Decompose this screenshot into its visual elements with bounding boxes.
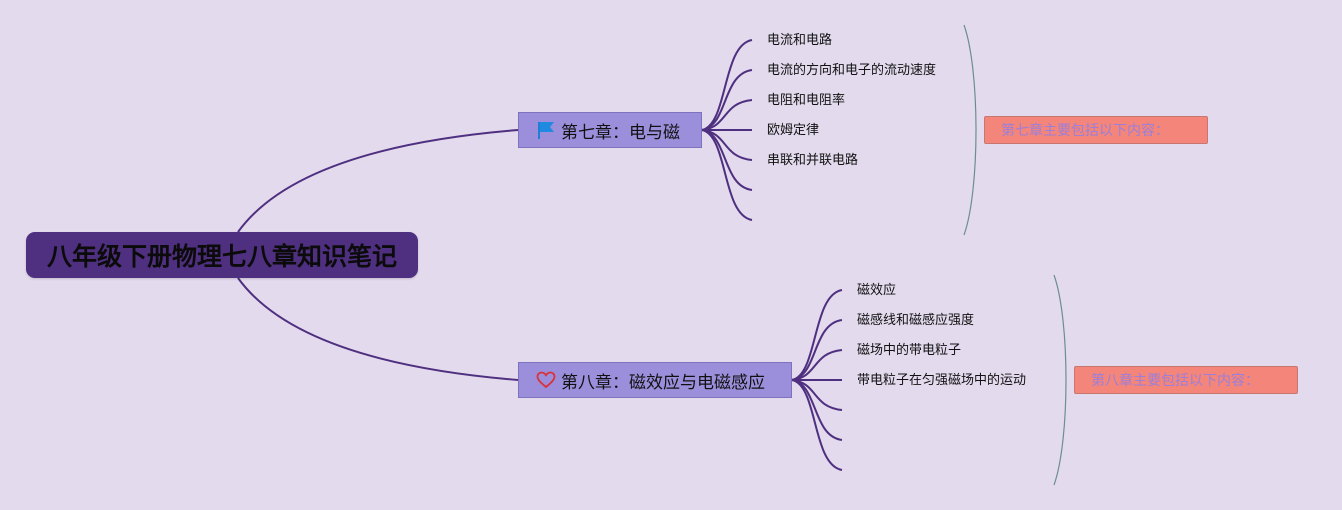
chapter7-item[interactable]: 电流和电路 (767, 33, 833, 48)
root-to-chapter8-line (237, 277, 519, 381)
chapter7-branches (701, 39, 753, 221)
chapter7-item[interactable]: 电阻和电阻率 (767, 93, 846, 108)
chapter7-summary-brace (963, 24, 977, 236)
chapter8-item[interactable]: 磁感线和磁感应强度 (857, 313, 975, 328)
chapter8-item[interactable]: 带电粒子在匀强磁场中的运动 (857, 373, 1027, 388)
chapter7-summary[interactable]: 第七章主要包括以下内容： (984, 116, 1208, 144)
chapter7-label: 第七章：电与磁 (561, 122, 680, 143)
chapter8-item[interactable]: 磁效应 (857, 283, 897, 298)
chapter7-topic[interactable]: 第七章：电与磁 (518, 112, 702, 148)
root-topic[interactable]: 八年级下册物理七八章知识笔记 (26, 232, 418, 278)
chapter8-summary-brace (1053, 274, 1067, 486)
chapter8-summary[interactable]: 第八章主要包括以下内容： (1074, 366, 1298, 394)
root-to-chapter7-line (237, 129, 519, 233)
chapter7-item[interactable]: 串联和并联电路 (767, 153, 859, 168)
chapter7-item[interactable]: 电流的方向和电子的流动速度 (767, 63, 937, 78)
chapter8-label: 第八章：磁效应与电磁感应 (561, 372, 765, 393)
chapter8-branches (791, 289, 843, 471)
heart-icon (535, 369, 557, 391)
flag-icon (535, 119, 557, 141)
chapter7-item[interactable]: 欧姆定律 (767, 123, 820, 138)
chapter8-item[interactable]: 磁场中的带电粒子 (857, 343, 962, 358)
chapter8-topic[interactable]: 第八章：磁效应与电磁感应 (518, 362, 792, 398)
